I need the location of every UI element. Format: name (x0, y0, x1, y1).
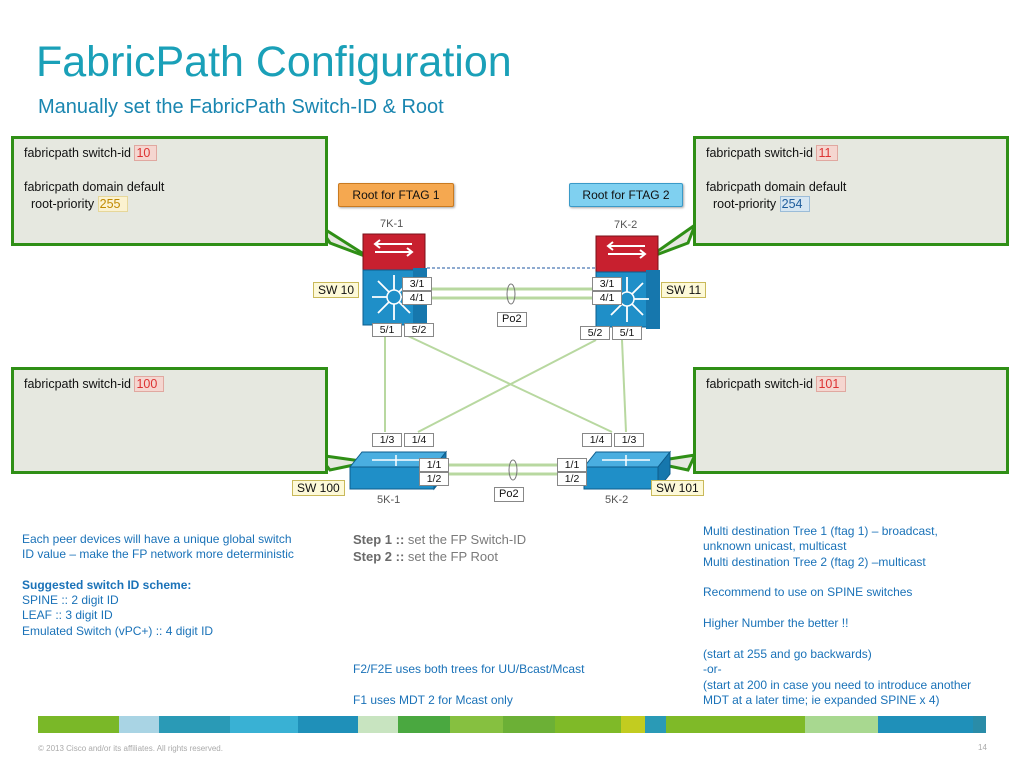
left-text-line: Emulated Switch (vPC+) :: 4 digit ID (22, 624, 214, 638)
right-text-line: Multi destination Tree 1 (ftag 1) – broa… (703, 524, 938, 538)
port-label: 5/2 (404, 323, 434, 337)
left-text-line: Each peer devices will have a unique glo… (22, 532, 292, 546)
switch-id-value: 11 (816, 145, 839, 161)
config-box-7k2: fabricpath switch-id 11 fabricpath domai… (693, 136, 1009, 246)
step-2: Step 2 :: set the FP Root (353, 549, 498, 565)
color-bar-segment (297, 716, 359, 733)
right-text-line: (start at 200 in case you need to introd… (703, 678, 972, 692)
copyright-footer: © 2013 Cisco and/or its affiliates. All … (38, 744, 223, 753)
color-bar-segment (358, 716, 398, 733)
port-label: 1/1 (419, 458, 449, 472)
cfg-text: root-priority (712, 197, 780, 211)
step-1: Step 1 :: set the FP Switch-ID (353, 532, 526, 548)
step-text: set the FP Root (407, 549, 498, 564)
port-label: 5/1 (612, 326, 642, 340)
right-text-line: Multi destination Tree 2 (ftag 2) –multi… (703, 555, 926, 569)
port-label: 5/1 (372, 323, 402, 337)
center-note: F1 uses MDT 2 for Mcast only (353, 693, 513, 707)
scheme-heading: Suggested switch ID scheme: (22, 578, 192, 592)
root-ftag2-label: Root for FTAG 2 (569, 183, 683, 207)
center-note: F2/F2E uses both trees for UU/Bcast/Mcas… (353, 662, 585, 676)
port-label: 4/1 (592, 291, 622, 305)
color-bar-segment (229, 716, 298, 733)
port-label: 3/1 (402, 277, 432, 291)
cfg-text: fabricpath switch-id (24, 146, 135, 160)
port-channel-label-top: Po2 (497, 312, 527, 327)
right-text-line: MDT at a later time; ie expanded SPINE x… (703, 693, 940, 707)
color-bar-segment (119, 716, 159, 733)
root-priority-value: 254 (779, 196, 810, 212)
config-box-7k1: fabricpath switch-id 10 fabricpath domai… (11, 136, 328, 246)
page-title: FabricPath Configuration (36, 38, 512, 86)
callout-tail-tr (647, 220, 699, 260)
port-label: 1/4 (404, 433, 434, 447)
color-bar-segment (38, 716, 120, 733)
color-bar-segment (397, 716, 451, 733)
left-text-line: SPINE :: 2 digit ID (22, 593, 119, 607)
port-label: 1/4 (582, 433, 612, 447)
color-bar-segment (450, 716, 503, 733)
right-text-line: -or- (703, 662, 722, 676)
device-name-5k1: 5K-1 (377, 494, 401, 506)
right-text-line: Recommend to use on SPINE switches (703, 585, 913, 599)
root-ftag1-label: Root for FTAG 1 (338, 183, 454, 207)
switch-id-value: 101 (816, 376, 847, 392)
right-text-line: (start at 255 and go backwards) (703, 647, 872, 661)
root-priority-value: 255 (97, 196, 128, 212)
page-number: 14 (978, 743, 987, 752)
cfg-text: fabricpath domain default (24, 180, 165, 194)
left-text-line: LEAF :: 3 digit ID (22, 608, 113, 622)
sw-label-10: SW 10 (313, 282, 360, 298)
sw-label-11: SW 11 (661, 282, 707, 298)
device-name-7k2: 7K-2 (614, 219, 638, 231)
color-bar-segment (620, 716, 645, 733)
right-text-line: unknown unicast, multicast (703, 539, 847, 553)
brand-color-bar (38, 716, 987, 733)
switch-id-value: 100 (134, 376, 165, 392)
color-bar-segment (555, 716, 621, 733)
port-label: 3/1 (592, 277, 622, 291)
device-name-7k1: 7K-1 (380, 218, 404, 230)
cfg-text: fabricpath switch-id (706, 377, 817, 391)
color-bar-segment (502, 716, 556, 733)
color-bar-segment (878, 716, 973, 733)
color-bar-segment (644, 716, 666, 733)
color-bar-segment (665, 716, 805, 733)
right-text-line: Higher Number the better !! (703, 616, 849, 630)
port-label: 1/3 (372, 433, 402, 447)
port-label: 1/2 (419, 472, 449, 486)
cfg-text: root-priority (30, 197, 98, 211)
color-bar-segment (804, 716, 879, 733)
color-bar-segment (158, 716, 230, 733)
config-box-5k1: fabricpath switch-id 100 (11, 367, 328, 474)
port-label: 1/2 (557, 472, 587, 486)
color-bar-segment (972, 716, 987, 733)
page-subtitle: Manually set the FabricPath Switch-ID & … (38, 96, 444, 118)
sw-label-101: SW 101 (651, 480, 704, 496)
port-label: 5/2 (580, 326, 610, 340)
switch-id-value: 10 (134, 145, 158, 161)
port-channel-label-bottom: Po2 (494, 487, 524, 502)
step-text: set the FP Switch-ID (407, 532, 527, 547)
sw-label-100: SW 100 (292, 480, 345, 496)
left-text-line: ID value – make the FP network more dete… (22, 547, 294, 561)
port-label: 1/3 (614, 433, 644, 447)
cfg-text: fabricpath switch-id (706, 146, 817, 160)
port-label: 1/1 (557, 458, 587, 472)
port-label: 4/1 (402, 291, 432, 305)
config-box-5k2: fabricpath switch-id 101 (693, 367, 1009, 474)
cfg-text: fabricpath domain default (706, 180, 847, 194)
device-name-5k2: 5K-2 (605, 494, 629, 506)
step-label: Step 2 :: (353, 549, 408, 564)
cfg-text: fabricpath switch-id (24, 377, 135, 391)
step-label: Step 1 :: (353, 532, 408, 547)
